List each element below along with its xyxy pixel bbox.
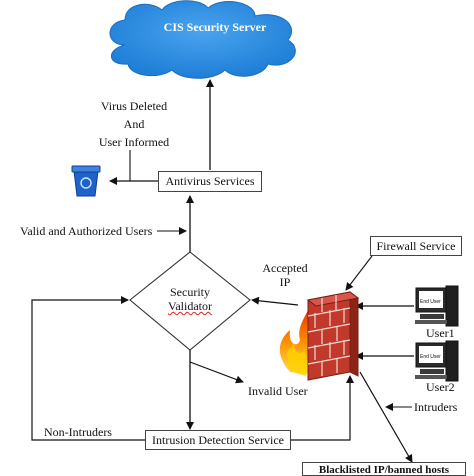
computer-icon — [415, 340, 459, 382]
user2-label: User2 — [426, 380, 455, 394]
invalid-user-label: Invalid User — [248, 384, 308, 398]
virus-note-line1: Virus Deleted — [100, 99, 168, 113]
valid-users-label: Valid and Authorized Users — [20, 224, 153, 238]
user2-screen-text: End User — [420, 354, 441, 360]
intrusion-detection-box: Intrusion Detection Service — [145, 430, 291, 450]
cloud-server-icon — [109, 0, 296, 79]
non-intruders-label: Non-Intruders — [44, 425, 112, 439]
recycle-bin-icon — [71, 165, 101, 197]
arrow-firewall-to-blacklist — [359, 371, 413, 463]
firewall-icon — [279, 291, 360, 381]
accepted-ip-line1: Accepted — [262, 261, 308, 275]
user1-label: User1 — [426, 326, 455, 340]
arrow-firewall-service — [345, 255, 373, 291]
arrow-non-intruders-loop — [31, 296, 145, 441]
security-validator-label: Security Validator — [150, 285, 230, 313]
cloud-server-label: CIS Security Server — [163, 20, 267, 34]
validator-line1: Security — [170, 285, 210, 299]
accepted-ip-line2: IP — [279, 275, 291, 289]
intruders-label: Intruders — [414, 400, 458, 414]
virus-note-line2: And — [123, 117, 145, 131]
computer-icon — [415, 285, 459, 327]
validator-line2: Validator — [168, 299, 212, 313]
antivirus-services-box: Antivirus Services — [158, 171, 262, 192]
arrow-firewall-to-validator — [251, 296, 299, 306]
arrow-invalid-user — [189, 361, 244, 384]
virus-note-line3: User Informed — [98, 135, 170, 149]
user1-screen-text: End User — [420, 299, 441, 305]
firewall-service-box: Firewall Service — [370, 236, 462, 256]
arrow-ids-to-firewall — [290, 375, 354, 441]
